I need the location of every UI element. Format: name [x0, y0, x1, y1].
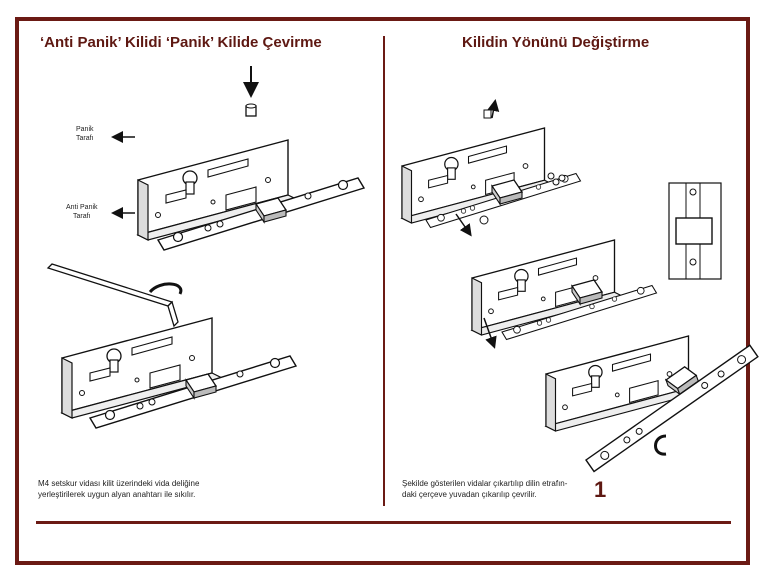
lock-illustration-bottom [61, 317, 297, 429]
anti-panik-side-label: Anti Panik Tarafı [66, 204, 98, 220]
screw-icon [479, 109, 566, 225]
panik-side-label: Panik Tarafı [76, 126, 94, 142]
arrow-up-icon [487, 99, 500, 119]
rotate-arrow-icon [654, 434, 667, 456]
instruction-sheet: ‘Anti Panik’ Kilidi ‘Panik’ Kilide Çevir… [15, 17, 759, 565]
arrow-down-icon [455, 213, 472, 237]
hex-key-icon [46, 263, 183, 328]
bottom-rule [36, 521, 731, 524]
lock-illustration-right-3 [545, 335, 701, 432]
left-panel-title: ‘Anti Panik’ Kilidi ‘Panik’ Kilide Çevir… [40, 34, 322, 51]
panel-divider [383, 36, 385, 506]
left-caption: M4 setskur vidası kilit üzerindeki vida … [38, 479, 200, 499]
lock-illustration-top [137, 139, 365, 251]
lock-illustration-right-2 [471, 239, 658, 341]
right-caption: Şekilde gösterilen vidalar çıkartılıp di… [402, 479, 568, 499]
page-number: 1 [594, 477, 607, 502]
faceplate-rotated [585, 344, 759, 473]
right-panel-title: Kilidin Yönünü Değiştirme [462, 34, 650, 51]
setscrew-icon [245, 103, 257, 117]
arrow-down-icon [483, 317, 497, 349]
detail-inset [668, 182, 722, 280]
illustrations [46, 66, 759, 473]
